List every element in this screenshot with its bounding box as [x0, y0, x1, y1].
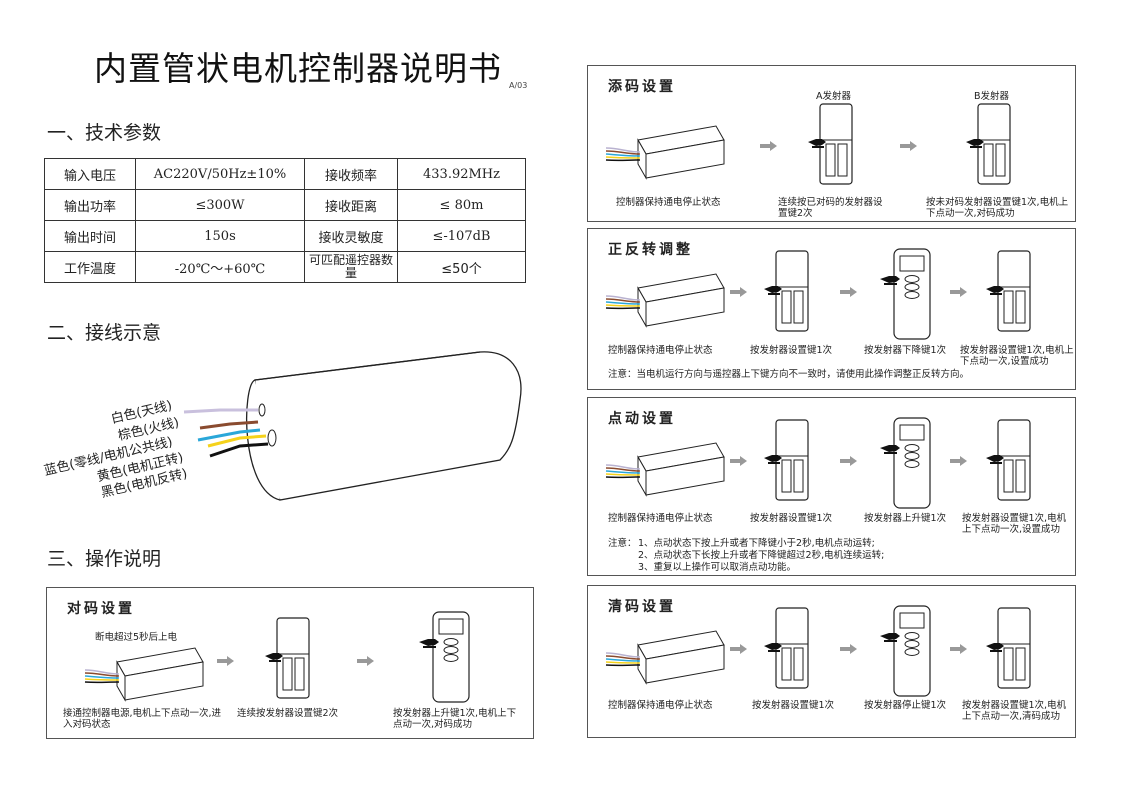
emitter-illustration — [985, 250, 1031, 332]
controller-illustration — [605, 273, 725, 327]
remote-illustration — [879, 417, 931, 509]
remote-illustration — [418, 611, 470, 703]
step-caption: 按发射器停止键1次 — [864, 700, 947, 711]
controller-illustration — [605, 442, 725, 496]
step-caption: 连续按发射器设置键2次 — [237, 708, 339, 719]
table-row: 工作温度 -20℃～+60℃ 可匹配遥控器数量 ≤50个 — [44, 251, 526, 283]
arrow-icon — [840, 456, 857, 466]
pair-top-note: 断电超过5秒后上电 — [95, 632, 178, 643]
step-caption: 控制器保持通电停止状态 — [608, 513, 713, 524]
arrow-icon — [217, 656, 234, 666]
table-cell: 接收距离 — [304, 189, 398, 221]
table-cell: ≤50个 — [397, 251, 526, 283]
emitter-illustration — [264, 617, 310, 699]
emitter-illustration — [763, 607, 809, 689]
table-cell: 150s — [135, 220, 305, 252]
step-caption: 控制器保持通电停止状态 — [616, 197, 721, 208]
emitter-illustration — [985, 419, 1031, 501]
arrow-icon — [900, 141, 917, 151]
section-heading-operation: 三、操作说明 — [47, 548, 162, 570]
table-cell: 接收频率 — [304, 158, 398, 190]
emitter-illustration — [965, 103, 1011, 185]
arrow-icon — [730, 456, 747, 466]
table-cell: AC220V/50Hz±10% — [135, 158, 305, 190]
arrow-icon — [730, 287, 747, 297]
jog-note-label: 注意： — [608, 538, 637, 549]
table-cell: ≤-107dB — [397, 220, 526, 252]
spec-table: 输入电压 AC220V/50Hz±10% 接收频率 433.92MHz 输出功率… — [44, 158, 526, 283]
panel-title: 点动设置 — [608, 411, 676, 427]
table-row: 输出时间 150s 接收灵敏度 ≤-107dB — [44, 220, 526, 252]
jog-panel: 点动设置 控制器保持通电停止状态 按发射器设置键1次 按发射器上升键1次 按发射… — [587, 397, 1076, 576]
step-caption: 连续按已对码的发射器设置键2次 — [778, 197, 883, 219]
jog-note-2: 2、点动状态下长按上升或者下降键超过2秒,电机连续运转; — [638, 550, 885, 561]
section-heading-specs: 一、技术参数 — [47, 122, 162, 144]
doc-code: A/03 — [509, 81, 528, 90]
jog-note-3: 3、重复以上操作可以取消点动功能。 — [638, 562, 797, 573]
table-cell: 433.92MHz — [397, 158, 526, 190]
step-caption: 按未对码发射器设置键1次,电机上下点动一次,对码成功 — [926, 197, 1069, 219]
step-caption: 按发射器上升键1次,电机上下点动一次,对码成功 — [393, 708, 517, 730]
emitter-illustration — [985, 607, 1031, 689]
step-caption: 按发射器上升键1次 — [864, 513, 947, 524]
step-caption: 接通控制器电源,电机上下点动一次,进入对码状态 — [63, 708, 222, 730]
table-cell: 工作温度 — [44, 251, 136, 283]
arrow-icon — [950, 287, 967, 297]
arrow-icon — [840, 644, 857, 654]
table-cell: 输出功率 — [44, 189, 136, 221]
controller-illustration — [84, 647, 204, 701]
table-cell: 输入电压 — [44, 158, 136, 190]
page-title: 内置管状电机控制器说明书 — [94, 49, 502, 88]
emitter-a-label: A发射器 — [816, 91, 851, 102]
table-cell: ≤ 80m — [397, 189, 526, 221]
clear-panel: 清码设置 控制器保持通电停止状态 按发射器设置键1次 按发射器停止键1次 按发射… — [587, 585, 1076, 738]
panel-title: 正反转调整 — [608, 242, 693, 258]
emitter-illustration — [763, 419, 809, 501]
section-heading-wiring: 二、接线示意 — [47, 322, 162, 344]
step-caption: 按发射器设置键1次,电机上下点动一次,清码成功 — [962, 700, 1067, 722]
table-cell: 输出时间 — [44, 220, 136, 252]
arrow-icon — [730, 644, 747, 654]
table-row: 输入电压 AC220V/50Hz±10% 接收频率 433.92MHz — [44, 158, 526, 190]
remote-illustration — [879, 605, 931, 697]
arrow-icon — [950, 456, 967, 466]
step-caption: 按发射器设置键1次,电机上下点动一次,设置成功 — [960, 345, 1074, 367]
panel-title: 添码设置 — [608, 79, 676, 95]
add-panel: 添码设置 A发射器 B发射器 控制器保持通电停止状态 连续按已对码的发射器设置键… — [587, 65, 1076, 222]
step-caption: 按发射器设置键1次 — [750, 513, 833, 524]
jog-note-1: 1、点动状态下按上升或者下降键小于2秒,电机点动运转; — [638, 538, 875, 549]
arrow-icon — [840, 287, 857, 297]
controller-illustration — [605, 630, 725, 684]
step-caption: 按发射器设置键1次,电机上下点动一次,设置成功 — [962, 513, 1067, 535]
arrow-icon — [950, 644, 967, 654]
table-cell: -20℃～+60℃ — [135, 251, 305, 283]
reverse-panel: 正反转调整 控制器保持通电停止状态 按发射器设置键1次 按发射器下降键1次 按发… — [587, 228, 1076, 390]
emitter-illustration — [763, 250, 809, 332]
panel-title: 清码设置 — [608, 599, 676, 615]
pair-panel: 对码设置 断电超过5秒后上电 接通控制器电源,电机上下点动一次,进入对码状态 连… — [46, 587, 534, 739]
reverse-note: 注意：当电机运行方向与遥控器上下键方向不一致时，请使用此操作调整正反转方向。 — [608, 369, 970, 380]
table-cell: ≤300W — [135, 189, 305, 221]
step-caption: 按发射器设置键1次 — [752, 700, 835, 711]
panel-title: 对码设置 — [67, 601, 135, 617]
step-caption: 控制器保持通电停止状态 — [608, 700, 713, 711]
emitter-illustration — [807, 103, 853, 185]
table-cell: 接收灵敏度 — [304, 220, 398, 252]
step-caption: 控制器保持通电停止状态 — [608, 345, 713, 356]
arrow-icon — [760, 141, 777, 151]
step-caption: 按发射器设置键1次 — [750, 345, 833, 356]
table-row: 输出功率 ≤300W 接收距离 ≤ 80m — [44, 189, 526, 221]
step-caption: 按发射器下降键1次 — [864, 345, 947, 356]
arrow-icon — [357, 656, 374, 666]
remote-illustration — [879, 248, 931, 340]
controller-illustration — [605, 125, 725, 179]
table-cell: 可匹配遥控器数量 — [304, 251, 398, 283]
emitter-b-label: B发射器 — [974, 91, 1010, 102]
wiring-diagram — [183, 351, 522, 501]
